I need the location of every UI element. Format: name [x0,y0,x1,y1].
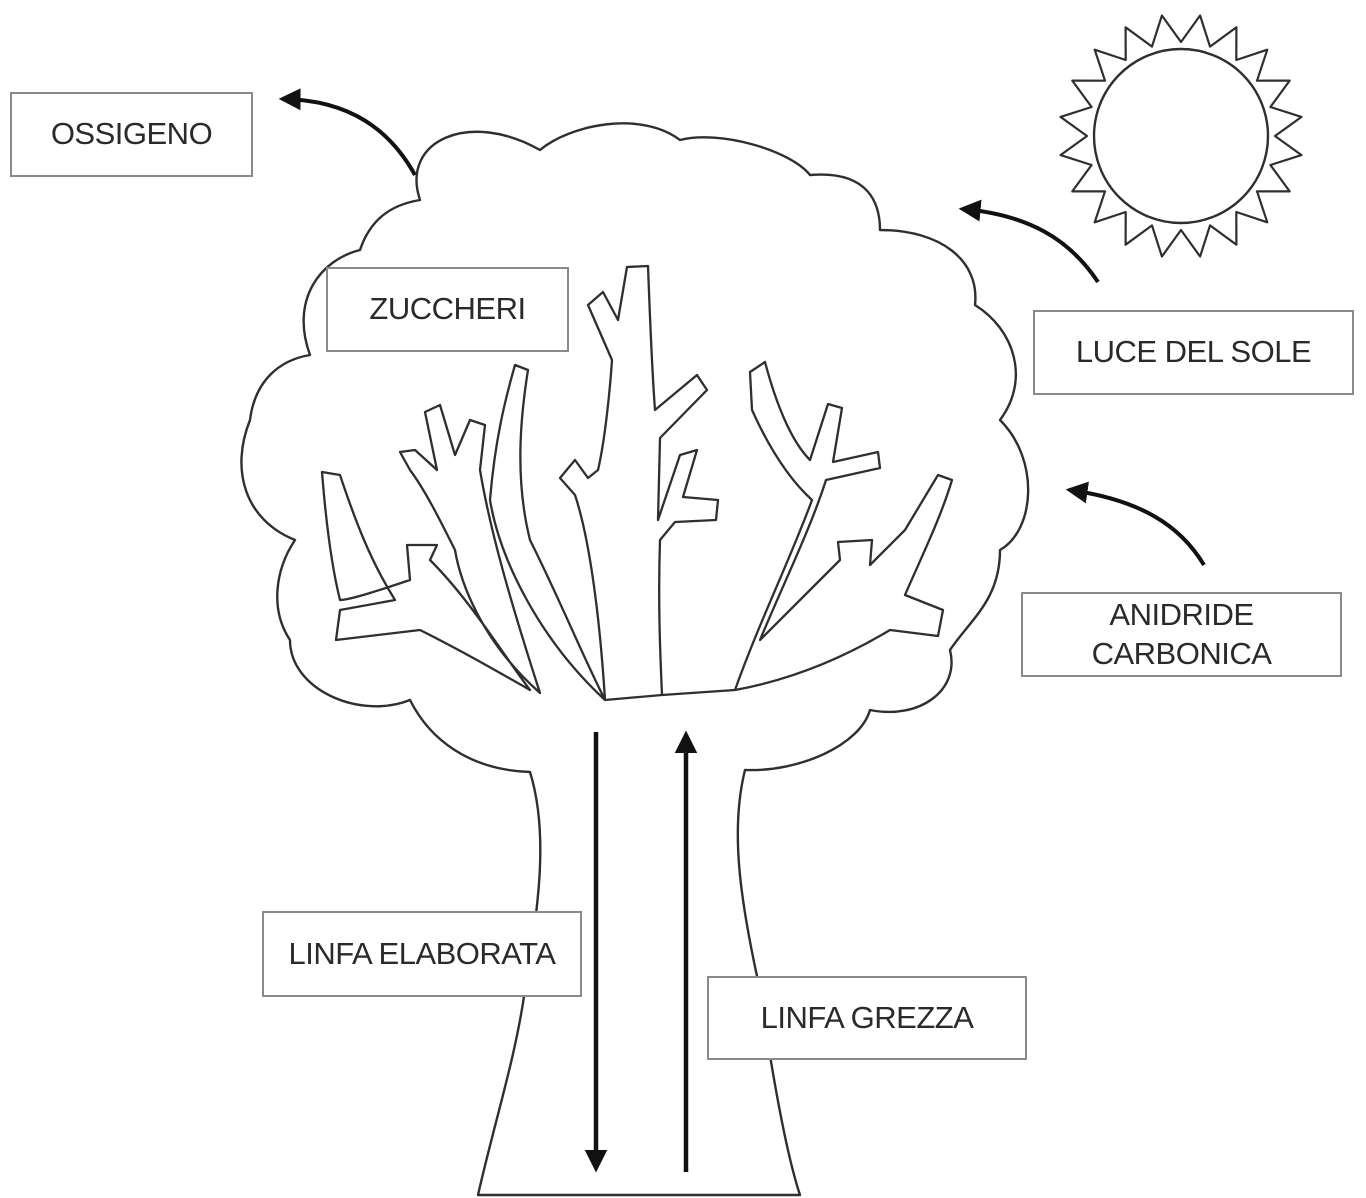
co2-arrow [1065,481,1206,567]
oxygen-arrow [278,88,417,176]
elaborated-sap-label: LINFA ELABORATA [262,911,582,997]
sun-icon [1059,14,1303,258]
sugars-text: ZUCCHERI [369,291,526,327]
co2-text-line2: CARBONICA [1091,635,1272,671]
sunlight-label: LUCE DEL SOLE [1033,310,1354,395]
elaborated-sap-text: LINFA ELABORATA [288,935,556,971]
sugars-label: ZUCCHERI [326,267,569,352]
raw-sap-label: LINFA GREZZA [707,976,1027,1060]
sun-ray-outline [1059,14,1303,258]
tree-branches [320,264,954,702]
co2-text-line1: ANIDRIDE [1109,596,1254,632]
oxygen-text: OSSIGENO [50,116,213,152]
raw-sap-text: LINFA GREZZA [760,999,974,1035]
oxygen-label: OSSIGENO [10,92,253,177]
sunlight-arrow [958,199,1100,284]
sunlight-text: LUCE DEL SOLE [1075,334,1312,370]
sun-disk [1092,47,1270,225]
sun-rays [1059,14,1303,258]
co2-label: ANIDRIDE CARBONICA [1021,592,1342,677]
